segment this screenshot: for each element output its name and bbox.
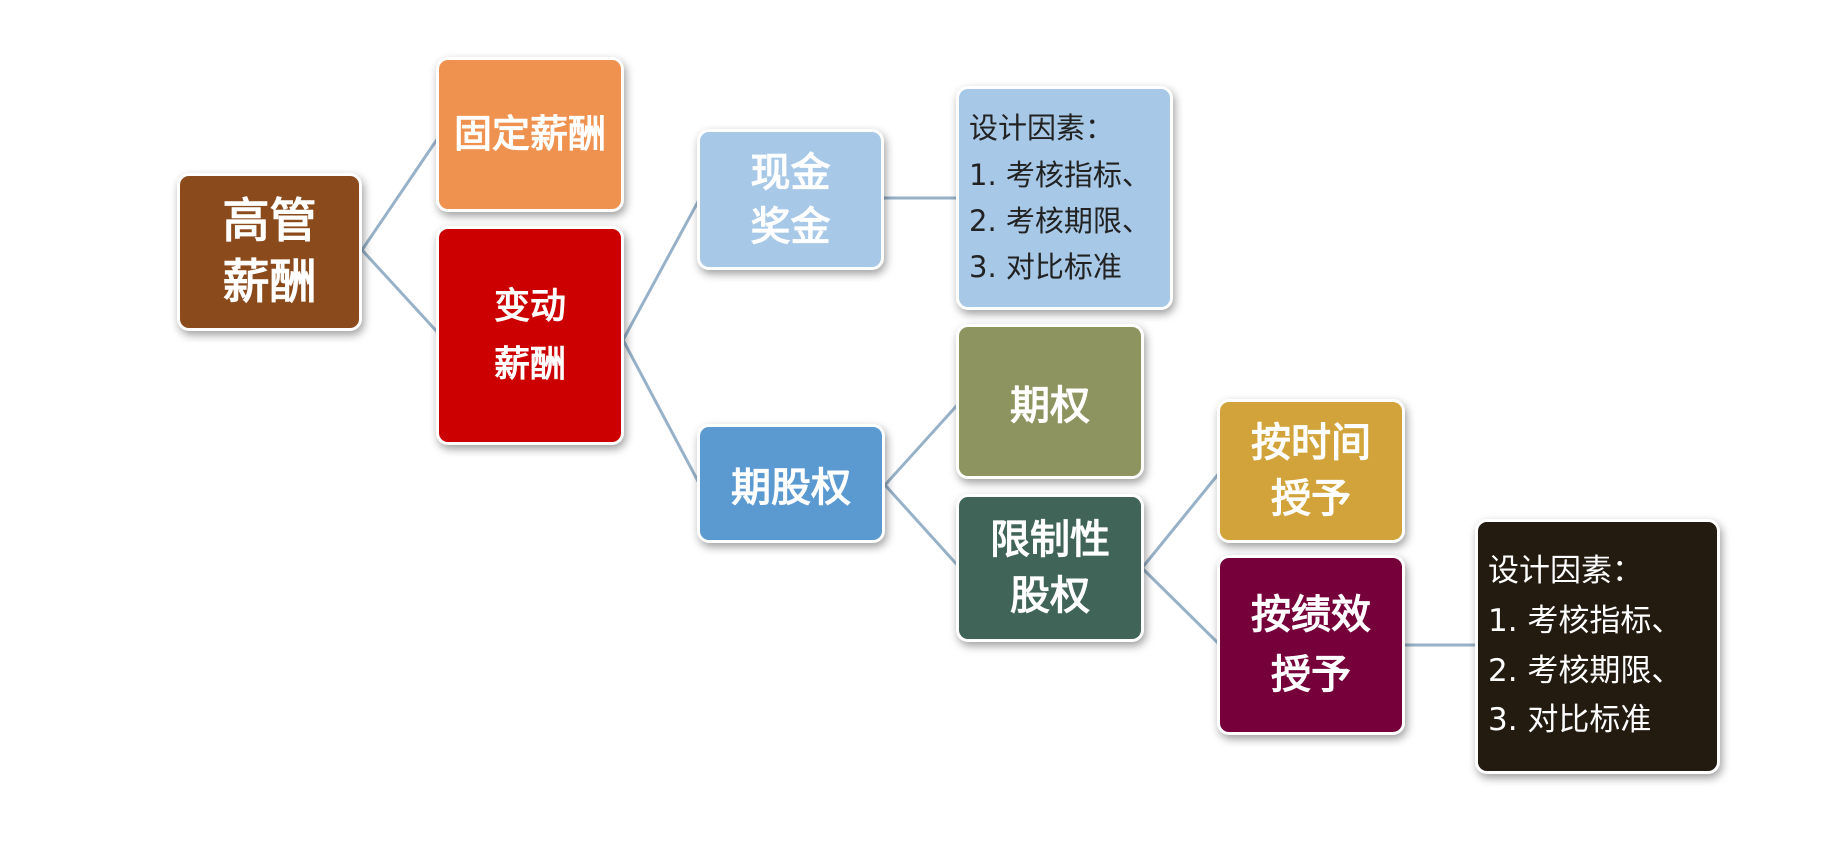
connector-variable-equity xyxy=(621,339,702,486)
node-equity-label: 期股权 xyxy=(731,464,851,511)
node-perf-note: 设计因素： 1. 考核指标、 2. 考核期限、 3. 对比标准 xyxy=(1475,519,1720,774)
node-restricted: 限制性 股权 xyxy=(956,494,1144,642)
node-option-label: 期权 xyxy=(1010,382,1090,429)
node-restricted-label: 限制性 股权 xyxy=(990,517,1110,619)
node-cash-label: 现金 奖金 xyxy=(750,149,831,250)
node-variable: 变动 薪酬 xyxy=(436,226,624,445)
node-equity: 期股权 xyxy=(697,424,885,543)
node-root: 高管 薪酬 xyxy=(177,173,362,331)
connector-equity-option xyxy=(883,400,962,487)
node-fixed: 固定薪酬 xyxy=(436,57,624,212)
connector-variable-cash xyxy=(621,197,702,341)
node-by-time: 按时间 授予 xyxy=(1217,399,1405,543)
node-by-time-label: 按时间 授予 xyxy=(1251,420,1371,522)
node-fixed-label: 固定薪酬 xyxy=(453,111,606,156)
node-by-perf-label: 按绩效 授予 xyxy=(1251,592,1371,698)
node-by-perf: 按绩效 授予 xyxy=(1217,555,1405,735)
node-option: 期权 xyxy=(956,324,1144,479)
node-root-label: 高管 薪酬 xyxy=(222,193,317,310)
connector-root-fixed xyxy=(360,134,442,251)
connector-restricted-byperf xyxy=(1140,566,1222,647)
node-cash-note-label: 设计因素： 1. 考核指标、 2. 考核期限、 3. 对比标准 xyxy=(969,111,1151,285)
node-variable-label: 变动 薪酬 xyxy=(493,285,566,385)
node-perf-note-label: 设计因素： 1. 考核指标、 2. 考核期限、 3. 对比标准 xyxy=(1488,553,1683,739)
connector-restricted-bytime xyxy=(1140,471,1222,569)
node-cash-note: 设计因素： 1. 考核指标、 2. 考核期限、 3. 对比标准 xyxy=(956,86,1173,310)
connector-equity-restricted xyxy=(883,483,962,570)
node-cash: 现金 奖金 xyxy=(697,129,884,270)
connector-root-variable xyxy=(360,248,442,337)
